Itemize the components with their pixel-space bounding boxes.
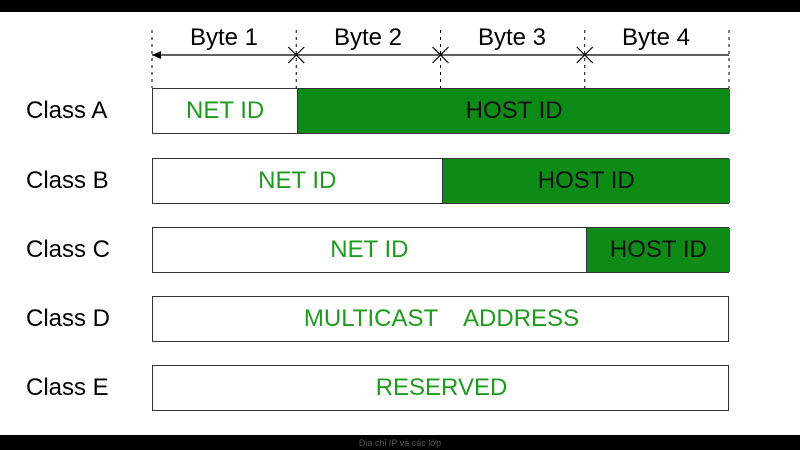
segment-net-id: NET ID <box>153 228 586 272</box>
ip-address-classes-diagram: Byte 1 Byte 2 Byte 3 Byte 4 Class A NET … <box>0 12 800 435</box>
byte-separator-x-icon <box>432 46 449 64</box>
left-arrow-head-icon <box>152 51 161 59</box>
segment-net-id: NET ID <box>153 89 298 133</box>
class-c-label: Class C <box>26 236 111 263</box>
segment-host-id: HOST ID <box>441 159 730 203</box>
footer-caption: Địa chỉ IP và các lớp <box>358 438 442 448</box>
segment-full-id: RESERVED <box>375 374 508 401</box>
class-d-label: Class D <box>26 305 111 332</box>
byte-separator-x-icon <box>287 46 305 64</box>
segment-net-id: NET ID <box>153 159 442 203</box>
segment-host-id: HOST ID <box>585 228 730 272</box>
byte-label-4: Byte 4 <box>621 24 691 51</box>
byte-label-3: Byte 3 <box>477 24 547 51</box>
class-e-label: Class E <box>26 374 109 401</box>
class-b-label: Class B <box>26 167 109 194</box>
segment-host-id: HOST ID <box>297 89 730 133</box>
class-a-label: Class A <box>26 97 108 124</box>
byte-label-1: Byte 1 <box>189 24 259 51</box>
segment-full-id: MULTICAST ADDRESS <box>303 305 580 332</box>
byte-axis <box>151 30 730 88</box>
byte-separator-x-icon <box>576 46 594 64</box>
byte-label-2: Byte 2 <box>333 24 403 51</box>
class-e-bar: RESERVED <box>152 365 729 411</box>
class-d-bar: MULTICAST ADDRESS <box>152 296 729 342</box>
